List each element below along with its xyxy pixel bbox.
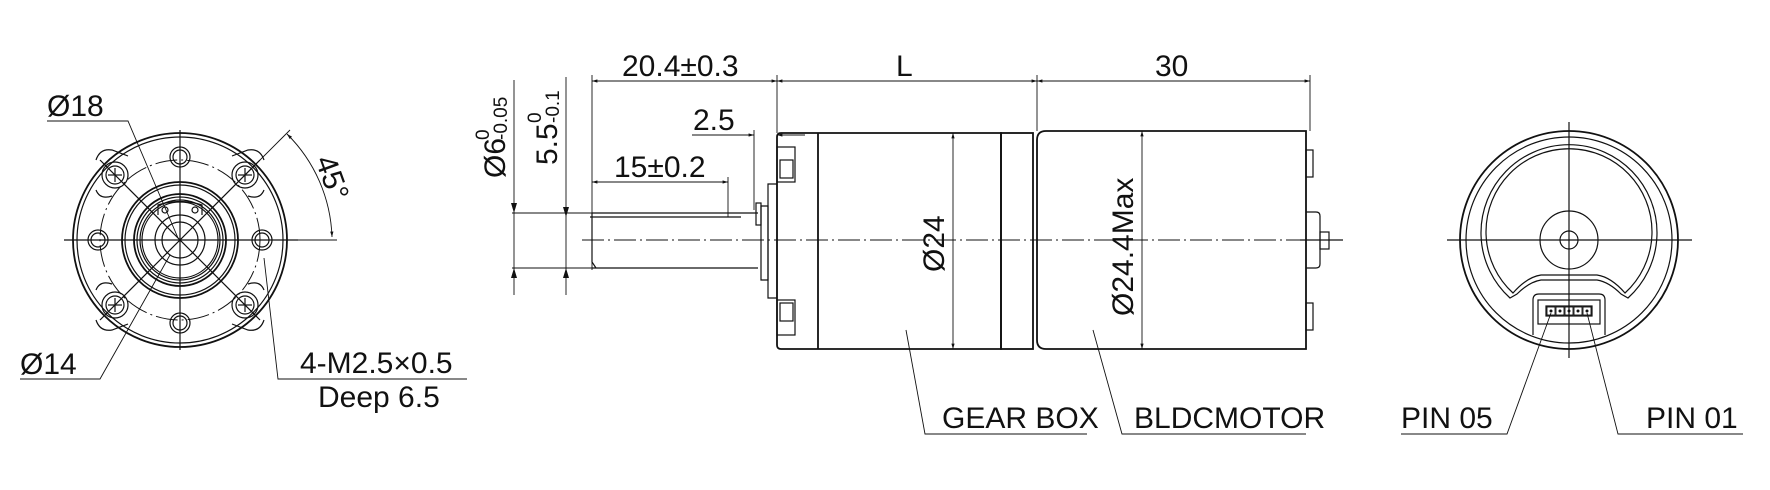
bearing-outer <box>133 193 227 287</box>
rear-outer-circle <box>1459 130 1679 350</box>
hub-circle <box>121 181 239 299</box>
front-plate-tab-bottom <box>776 299 796 336</box>
bolt-circle <box>99 159 261 321</box>
rear-cap-inner <box>1485 148 1653 294</box>
connector-pin-strip <box>1545 305 1593 317</box>
boss-outline <box>231 149 265 198</box>
flat-width-label: 5.5 <box>531 123 564 165</box>
rear-boss-top <box>1305 149 1314 178</box>
screw-head-bottom <box>779 302 794 322</box>
screw-hole-bottom-left <box>101 291 129 319</box>
gearbox-ring <box>1000 132 1034 350</box>
rear-cap-outline <box>1480 144 1658 299</box>
flat-width-tol-upper: 0 <box>525 112 546 123</box>
connector-housing <box>1532 293 1606 335</box>
d14-leader <box>20 254 171 380</box>
shaft-diameter-tol-upper: 0 <box>473 129 494 140</box>
rear-shaft-hole <box>1559 230 1579 250</box>
pin05-leader <box>1401 312 1552 435</box>
screw-hole-bottom-right <box>231 291 259 319</box>
shaft-collar <box>755 202 762 226</box>
front-view: Ø18 Ø14 45° 4-M2.5×0.5 Deep 6.5 <box>20 90 467 414</box>
pin01-leader <box>1586 312 1743 435</box>
shoulder-label: 2.5 <box>693 104 735 137</box>
front-plate-tab-top <box>776 146 796 183</box>
thread-label: 4-M2.5×0.5 <box>300 347 453 380</box>
axis-hole-top <box>169 146 191 168</box>
angle-extension <box>244 129 291 176</box>
boss-outline <box>231 282 265 331</box>
shaft-diameter-label: Ø6 <box>479 138 512 178</box>
flat-width-callout: 5.5 0 -0.1 <box>525 90 564 165</box>
d18-leader <box>47 120 179 239</box>
pin01-label: PIN 01 <box>1646 402 1738 435</box>
shaft-diameter-callout: Ø6 0 -0.05 <box>473 97 512 178</box>
d14-label: Ø14 <box>20 348 77 381</box>
bearing-ring-2 <box>139 199 221 281</box>
gearbox-callout-label: GEAR BOX <box>942 402 1099 435</box>
depth-label: Deep 6.5 <box>318 381 440 414</box>
gearbox-leader <box>905 329 1087 435</box>
pilot-boss <box>767 183 778 299</box>
shaft-length-label: 20.4±0.3 <box>622 50 739 83</box>
axis-hole-left <box>87 229 109 251</box>
bearing-boss <box>760 205 769 281</box>
pin-hole-right <box>191 206 199 214</box>
axis-hole-bottom <box>169 312 191 334</box>
screw-hole-top-right <box>231 161 259 189</box>
motor-body <box>1036 130 1307 350</box>
diagonal-line <box>99 159 261 321</box>
flat-width-tol-lower: -0.1 <box>543 90 564 123</box>
shaft-diameter-tol-lower: -0.05 <box>491 97 512 140</box>
angle-arc <box>286 133 334 238</box>
bearing-ring-1 <box>136 196 224 284</box>
gearbox-body <box>776 132 1002 350</box>
motor-leader <box>1092 329 1306 435</box>
boss-outline <box>95 149 129 198</box>
motor-diameter-label: Ø24.4Max <box>1107 178 1140 316</box>
side-view: 20.4±0.3 L 30 2.5 15±0.2 Ø6 0 -0.05 5.5 … <box>473 50 1343 435</box>
screw-hole-top-left <box>101 161 129 189</box>
connector-pins <box>1546 306 1592 316</box>
rear-view: PIN 05 PIN 01 <box>1401 122 1743 435</box>
pin05-label: PIN 05 <box>1401 402 1493 435</box>
angle-label: 45° <box>308 151 355 205</box>
hub-inner <box>124 184 236 296</box>
rear-boss-bottom <box>1305 302 1314 331</box>
key-slot <box>157 200 203 215</box>
gearbox-length-label: L <box>896 50 913 83</box>
shaft-inner <box>161 221 199 259</box>
shaft-circle <box>154 214 206 266</box>
screw-head-top <box>779 159 794 179</box>
flat-length-label: 15±0.2 <box>614 151 706 184</box>
thread-leader <box>263 257 467 380</box>
d18-label: Ø18 <box>47 90 104 123</box>
connector-body <box>1537 299 1601 325</box>
rear-hub <box>1539 210 1599 270</box>
rear-outer-inner-edge <box>1465 136 1673 344</box>
motor-callout-label: BLDCMOTOR <box>1134 402 1325 435</box>
motor-length-label: 30 <box>1155 50 1188 83</box>
boss-outline <box>95 282 129 331</box>
gearbox-diameter-label: Ø24 <box>918 215 951 272</box>
